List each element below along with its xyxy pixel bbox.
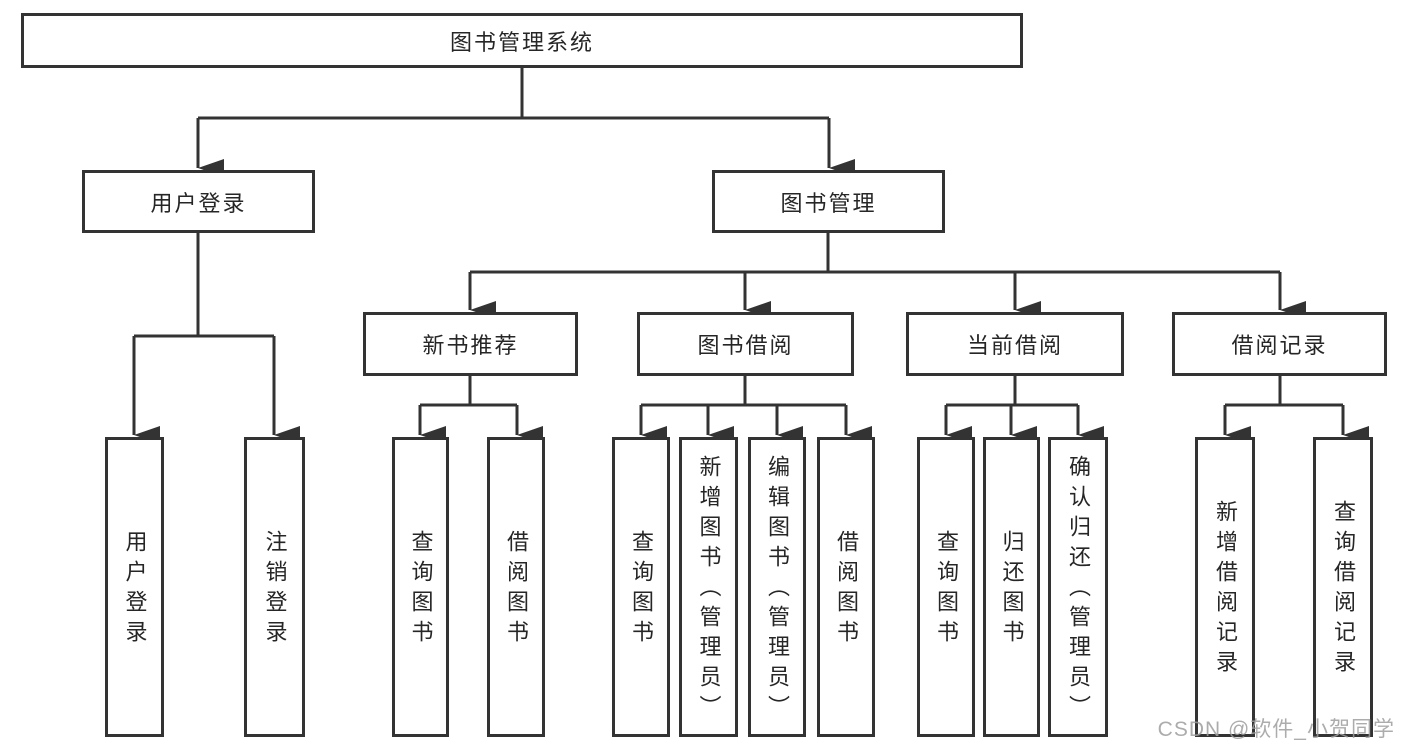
leaf-user-login: 用户登录 [105, 437, 164, 737]
node-book-borrowing: 图书借阅 [637, 312, 854, 376]
leaf-logout: 注销登录 [244, 437, 305, 737]
leaf-current-query-books: 查询图书 [917, 437, 975, 737]
node-book-management: 图书管理 [712, 170, 945, 233]
leaf-recommend-query-books: 查询图书 [392, 437, 449, 737]
node-borrowing-record: 借阅记录 [1172, 312, 1387, 376]
leaf-add-borrow-record: 新增借阅记录 [1195, 437, 1255, 737]
leaf-return-books: 归还图书 [983, 437, 1040, 737]
leaf-borrow-query-books: 查询图书 [612, 437, 670, 737]
csdn-watermark: CSDN @软件_小贺同学 [1157, 718, 1395, 741]
node-user-login: 用户登录 [82, 170, 315, 233]
node-root: 图书管理系统 [21, 13, 1023, 68]
node-new-book-recommendation: 新书推荐 [363, 312, 578, 376]
leaf-add-books-admin: 新增图书（管理员） [679, 437, 738, 737]
node-current-borrowing: 当前借阅 [906, 312, 1124, 376]
leaf-recommend-borrow-books: 借阅图书 [487, 437, 545, 737]
leaf-borrow-books: 借阅图书 [817, 437, 875, 737]
leaf-query-borrow-record: 查询借阅记录 [1313, 437, 1373, 737]
leaf-confirm-return-admin: 确认归还（管理员） [1048, 437, 1108, 737]
leaf-edit-books-admin: 编辑图书（管理员） [748, 437, 806, 737]
